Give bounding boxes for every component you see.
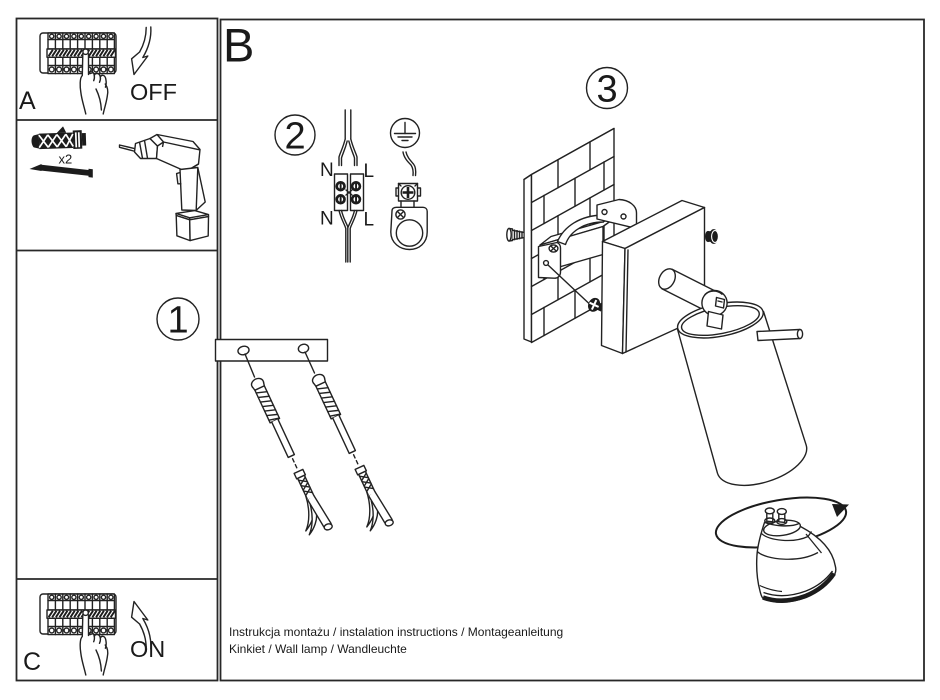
svg-text:ON: ON bbox=[130, 636, 165, 662]
svg-text:OFF: OFF bbox=[130, 79, 177, 105]
svg-text:L: L bbox=[364, 210, 375, 231]
svg-text:B: B bbox=[223, 19, 254, 72]
svg-text:1: 1 bbox=[168, 300, 189, 342]
svg-text:Kinkiet / Wall lamp / Wandleuc: Kinkiet / Wall lamp / Wandleuchte bbox=[229, 642, 407, 656]
svg-text:3: 3 bbox=[597, 69, 618, 111]
svg-text:x2: x2 bbox=[59, 152, 73, 167]
svg-text:2: 2 bbox=[285, 116, 306, 158]
svg-text:C: C bbox=[23, 648, 41, 676]
svg-text:N: N bbox=[320, 160, 334, 181]
svg-text:Instrukcja montażu / instalati: Instrukcja montażu / instalation instruc… bbox=[229, 625, 563, 639]
svg-text:N: N bbox=[320, 209, 334, 230]
svg-text:L: L bbox=[364, 161, 375, 182]
svg-text:A: A bbox=[19, 87, 36, 115]
